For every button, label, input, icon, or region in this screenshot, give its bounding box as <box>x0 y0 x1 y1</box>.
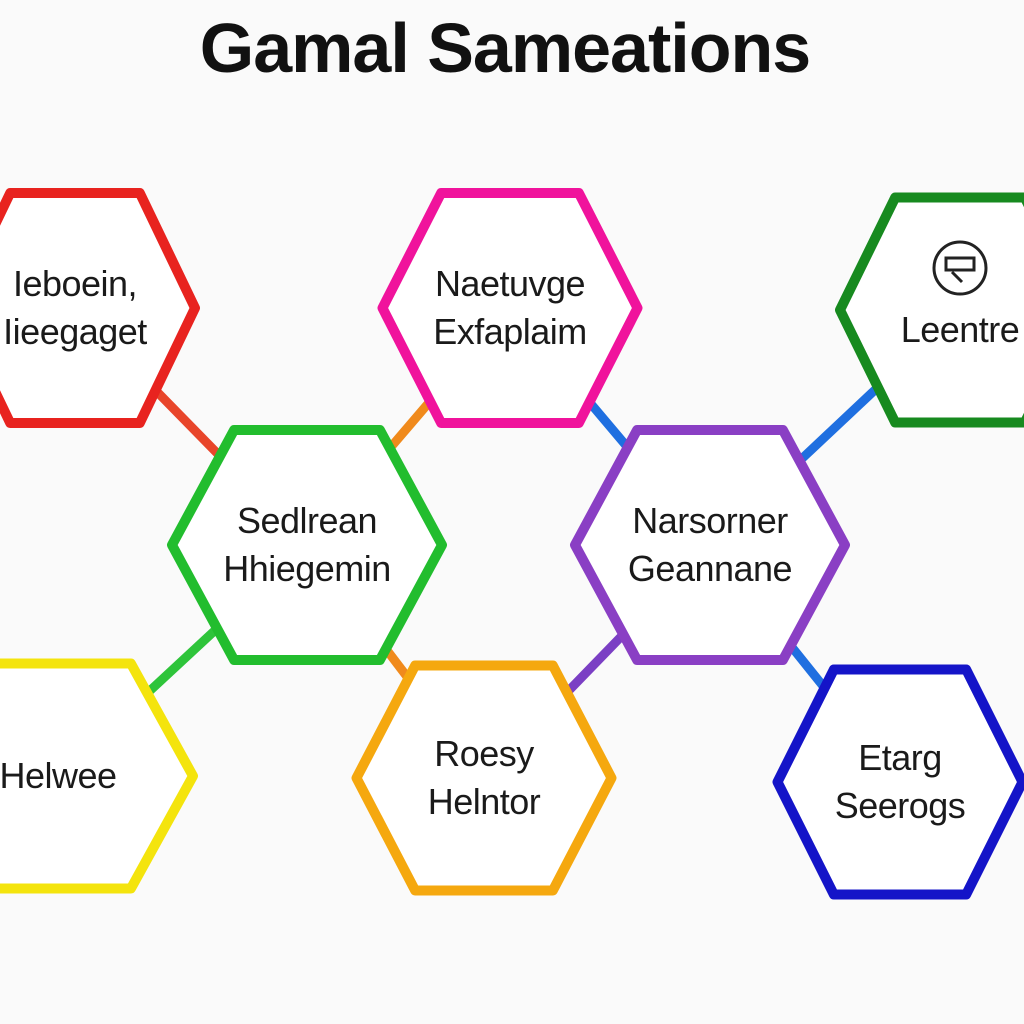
hex-orange-label-line: Roesy <box>434 733 534 774</box>
hex-darkgreen-label-line: Leentre <box>901 309 1020 350</box>
hex-blue-label-line: Seerogs <box>835 785 966 826</box>
hex-green-label-line: Hhiegemin <box>223 548 391 589</box>
hex-green-label-line: Sedlrean <box>237 500 377 541</box>
hex-green-hexagon <box>167 425 447 665</box>
hex-darkgreen-node: Leentre <box>835 192 1024 428</box>
hex-red-label-line: Ieboein, <box>13 263 137 304</box>
hex-magenta-hexagon <box>377 188 643 428</box>
hex-blue-label-line: Etarg <box>858 737 942 778</box>
hex-magenta-label-line: Exfaplaim <box>433 311 587 352</box>
hex-blue-hexagon <box>772 664 1024 900</box>
hex-purple-label-line: Geannane <box>628 548 792 589</box>
hex-orange-label-line: Helntor <box>428 781 541 822</box>
hex-yellow-hexagon <box>0 658 198 894</box>
hex-red-label-line: Iieegaget <box>3 311 147 352</box>
hex-red-hexagon <box>0 188 200 428</box>
hex-darkgreen-hexagon <box>835 192 1024 428</box>
hex-yellow-node: Helwee <box>0 658 198 894</box>
hex-purple-hexagon <box>570 425 850 665</box>
diagram-title: Gamal Sameations <box>200 9 810 87</box>
hex-yellow-label-line: Helwee <box>0 755 117 796</box>
hex-orange-hexagon <box>351 660 617 896</box>
hex-red-node: Ieboein, Iieegaget <box>0 188 200 428</box>
hex-purple-label-line: Narsorner <box>632 500 788 541</box>
hex-magenta-label-line: Naetuvge <box>435 263 585 304</box>
gear-icon <box>932 240 988 296</box>
